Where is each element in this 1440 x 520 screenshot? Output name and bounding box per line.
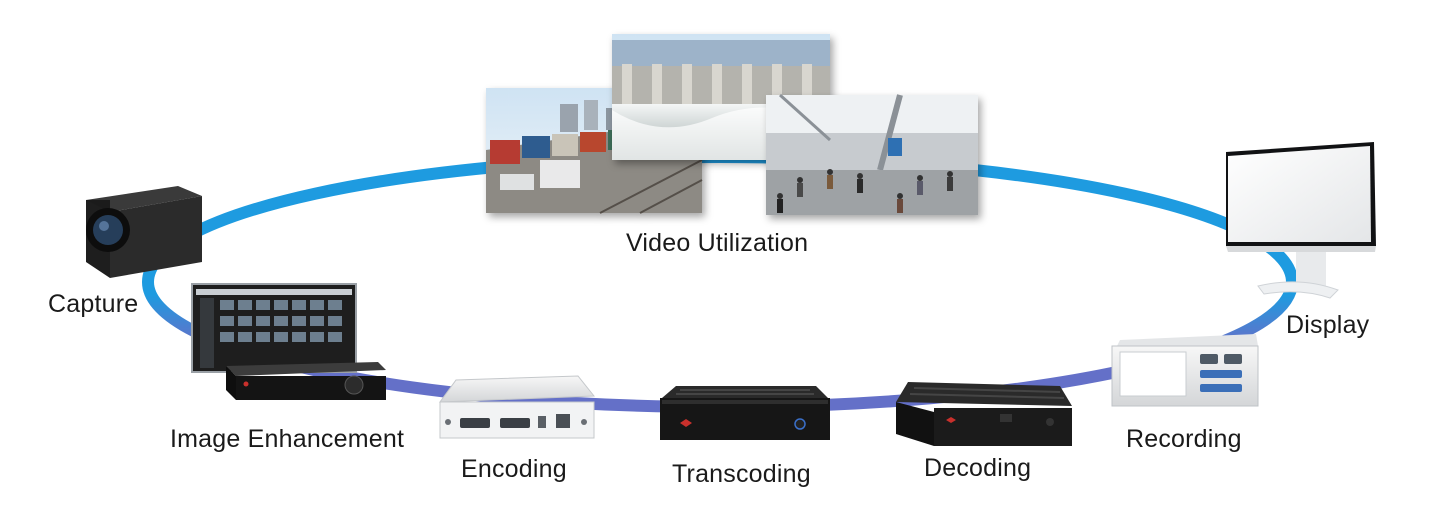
airport-terminal-photo	[766, 93, 978, 215]
label-capture: Capture	[48, 290, 139, 318]
label-decoding: Decoding	[924, 454, 1032, 482]
decoder-box-icon	[896, 382, 1072, 446]
workstation-icon	[191, 283, 386, 400]
monitor-icon	[1226, 142, 1376, 299]
label-display: Display	[1286, 311, 1370, 339]
encoder-box-icon	[438, 375, 596, 439]
label-encoding: Encoding	[461, 455, 567, 483]
label-transcoding: Transcoding	[672, 460, 811, 488]
label-recording: Recording	[1126, 425, 1242, 453]
label-image-enhancement: Image Enhancement	[170, 425, 405, 453]
recorder-icon	[1111, 334, 1259, 407]
transcoder-box-icon	[660, 386, 830, 440]
label-video-utilization: Video Utilization	[626, 229, 809, 257]
camera-icon	[86, 186, 202, 278]
